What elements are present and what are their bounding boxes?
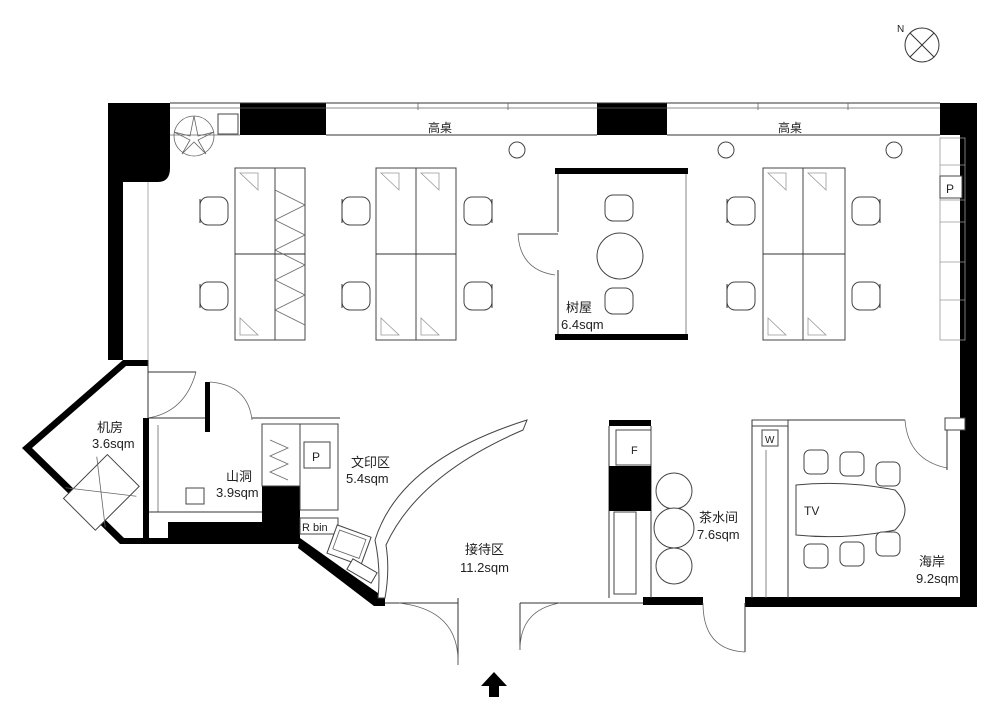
office-chair-icon xyxy=(341,196,371,226)
server-room-name: 机房 xyxy=(97,420,123,435)
cave-area: 3.9sqm xyxy=(216,485,259,500)
wall-bottom xyxy=(643,597,703,605)
curved-partition xyxy=(374,419,528,599)
office-chair-icon xyxy=(199,196,229,226)
conference-chair-icon xyxy=(803,543,829,569)
cave-name: 山洞 xyxy=(226,469,252,484)
office-chair-icon xyxy=(726,196,756,226)
fridge-label: F xyxy=(631,445,638,457)
compass: N xyxy=(897,24,940,63)
bar-table-left-label: 高桌 xyxy=(428,120,452,135)
coast-name: 海岸 xyxy=(919,554,945,569)
conference-chair-icon xyxy=(839,451,865,477)
conference-chair-icon xyxy=(875,461,901,487)
desk-cluster-2 xyxy=(375,167,457,341)
coast-room: W TV 海岸 9.2sqm xyxy=(751,417,966,598)
bar-table-right-label: 高桌 xyxy=(778,120,802,135)
coast-area: 9.2sqm xyxy=(916,571,959,586)
office-chair-icon xyxy=(604,287,634,315)
conference-table xyxy=(795,482,906,538)
conference-chair-icon xyxy=(803,449,829,475)
wall-corner-top-left xyxy=(108,103,170,360)
wall-bottom xyxy=(745,597,977,607)
storage-cabinets: P xyxy=(939,137,966,341)
bar-table-right: 高桌 xyxy=(778,120,802,135)
tea-room-name: 茶水间 xyxy=(699,510,738,525)
printer-p-label: P xyxy=(312,450,320,464)
office-chair-icon xyxy=(199,281,229,311)
desk-cluster-1 xyxy=(234,167,306,341)
conference-chair-icon xyxy=(875,531,901,557)
entrance-doors[interactable] xyxy=(398,598,746,666)
wall-server-room xyxy=(22,360,300,544)
server-room: 机房 3.6sqm xyxy=(62,371,197,531)
recycle-bin-label: R bin xyxy=(302,522,328,534)
print-area-area: 5.4sqm xyxy=(346,471,389,486)
office-chair-icon xyxy=(726,281,756,311)
ceiling-light-icon xyxy=(717,141,735,159)
office-chair-icon xyxy=(463,281,493,311)
conference-chairs xyxy=(803,449,901,569)
desk-cluster-3 xyxy=(762,167,846,341)
tree-house-area: 6.4sqm xyxy=(561,317,604,332)
cabinet-p-label: P xyxy=(946,182,954,196)
plant-icon xyxy=(173,113,239,157)
office-chair-icon xyxy=(463,196,493,226)
ceiling-light-icon xyxy=(508,141,526,159)
round-table xyxy=(596,232,644,280)
bar-table-left: 高桌 xyxy=(428,120,452,135)
office-chairs xyxy=(199,194,881,315)
tea-room: F 茶水间 7.6sqm xyxy=(608,420,740,598)
conference-chair-icon xyxy=(839,541,865,567)
reception-name: 接待区 xyxy=(465,542,504,557)
print-area: P R bin 文印区 5.4sqm xyxy=(261,423,390,584)
outer-walls xyxy=(22,102,977,697)
print-area-name: 文印区 xyxy=(351,455,390,470)
office-chair-icon xyxy=(851,196,881,226)
cave-room: 山洞 3.9sqm xyxy=(143,381,340,538)
reception-area: 11.2sqm xyxy=(460,560,509,575)
office-chair-icon xyxy=(604,194,634,222)
office-chair-icon xyxy=(851,281,881,311)
washer-label: W xyxy=(765,435,775,446)
tree-house-name: 树屋 xyxy=(566,300,592,315)
tv-label: TV xyxy=(804,504,819,518)
compass-label: N xyxy=(897,24,904,35)
entrance-arrow-icon[interactable] xyxy=(481,672,507,697)
tree-house-room: 树屋 6.4sqm xyxy=(517,168,688,340)
wall-angled-bottom xyxy=(298,538,385,606)
wall-stub-right xyxy=(960,465,977,507)
ceiling-light-icon xyxy=(885,141,903,159)
server-room-area: 3.6sqm xyxy=(92,436,135,451)
office-chair-icon xyxy=(341,281,371,311)
compass-circle xyxy=(904,27,940,63)
tea-room-area: 7.6sqm xyxy=(697,527,740,542)
